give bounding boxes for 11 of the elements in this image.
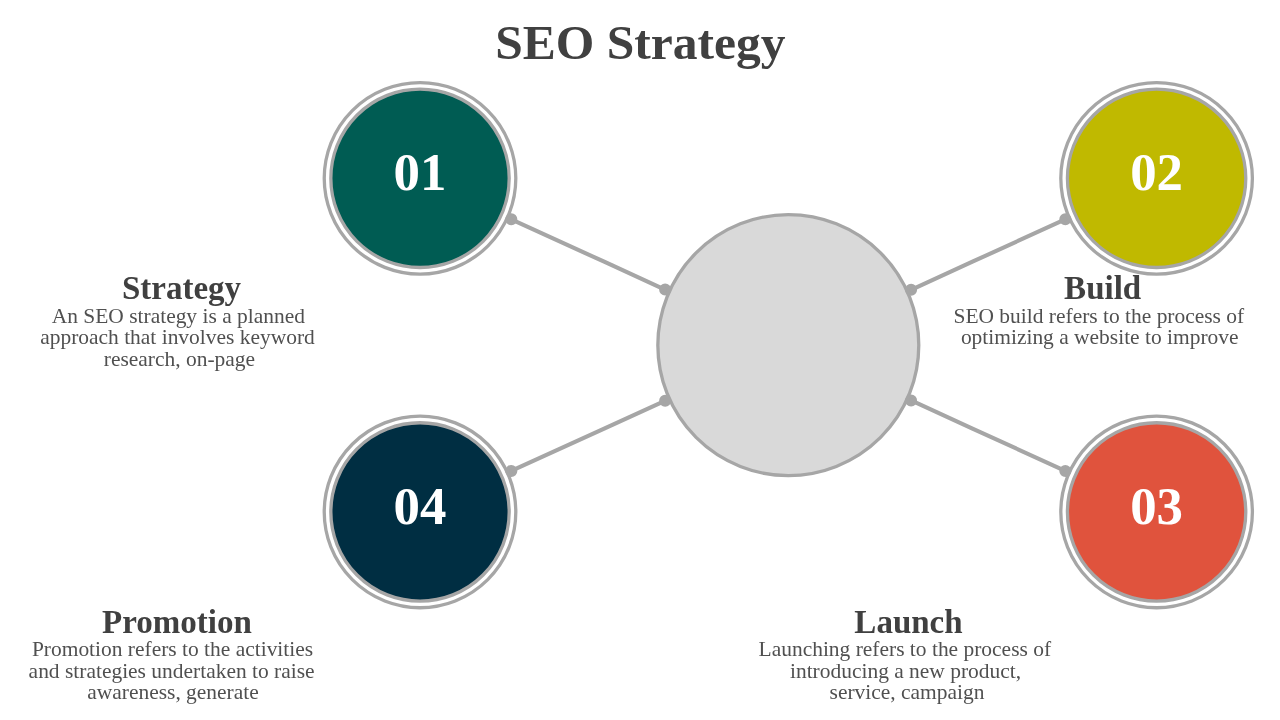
node-label: Launching refers to the process of introducing a new product, service, campaign [758, 637, 1051, 705]
connector [904, 394, 1071, 477]
connector [904, 213, 1071, 296]
node-label: Strategy [121, 269, 241, 306]
diagram-title: SEO Strategy [494, 15, 785, 71]
node-label: Promotion refers to the activities and strategies undertaken to raise awareness, generate [28, 637, 315, 705]
connector [504, 394, 671, 477]
node-label: Launch [853, 603, 963, 640]
connector [504, 213, 671, 296]
node-label: Promotion [101, 603, 252, 640]
node-label: SEO build refers to the process of optimizing a website to improve [952, 303, 1244, 350]
